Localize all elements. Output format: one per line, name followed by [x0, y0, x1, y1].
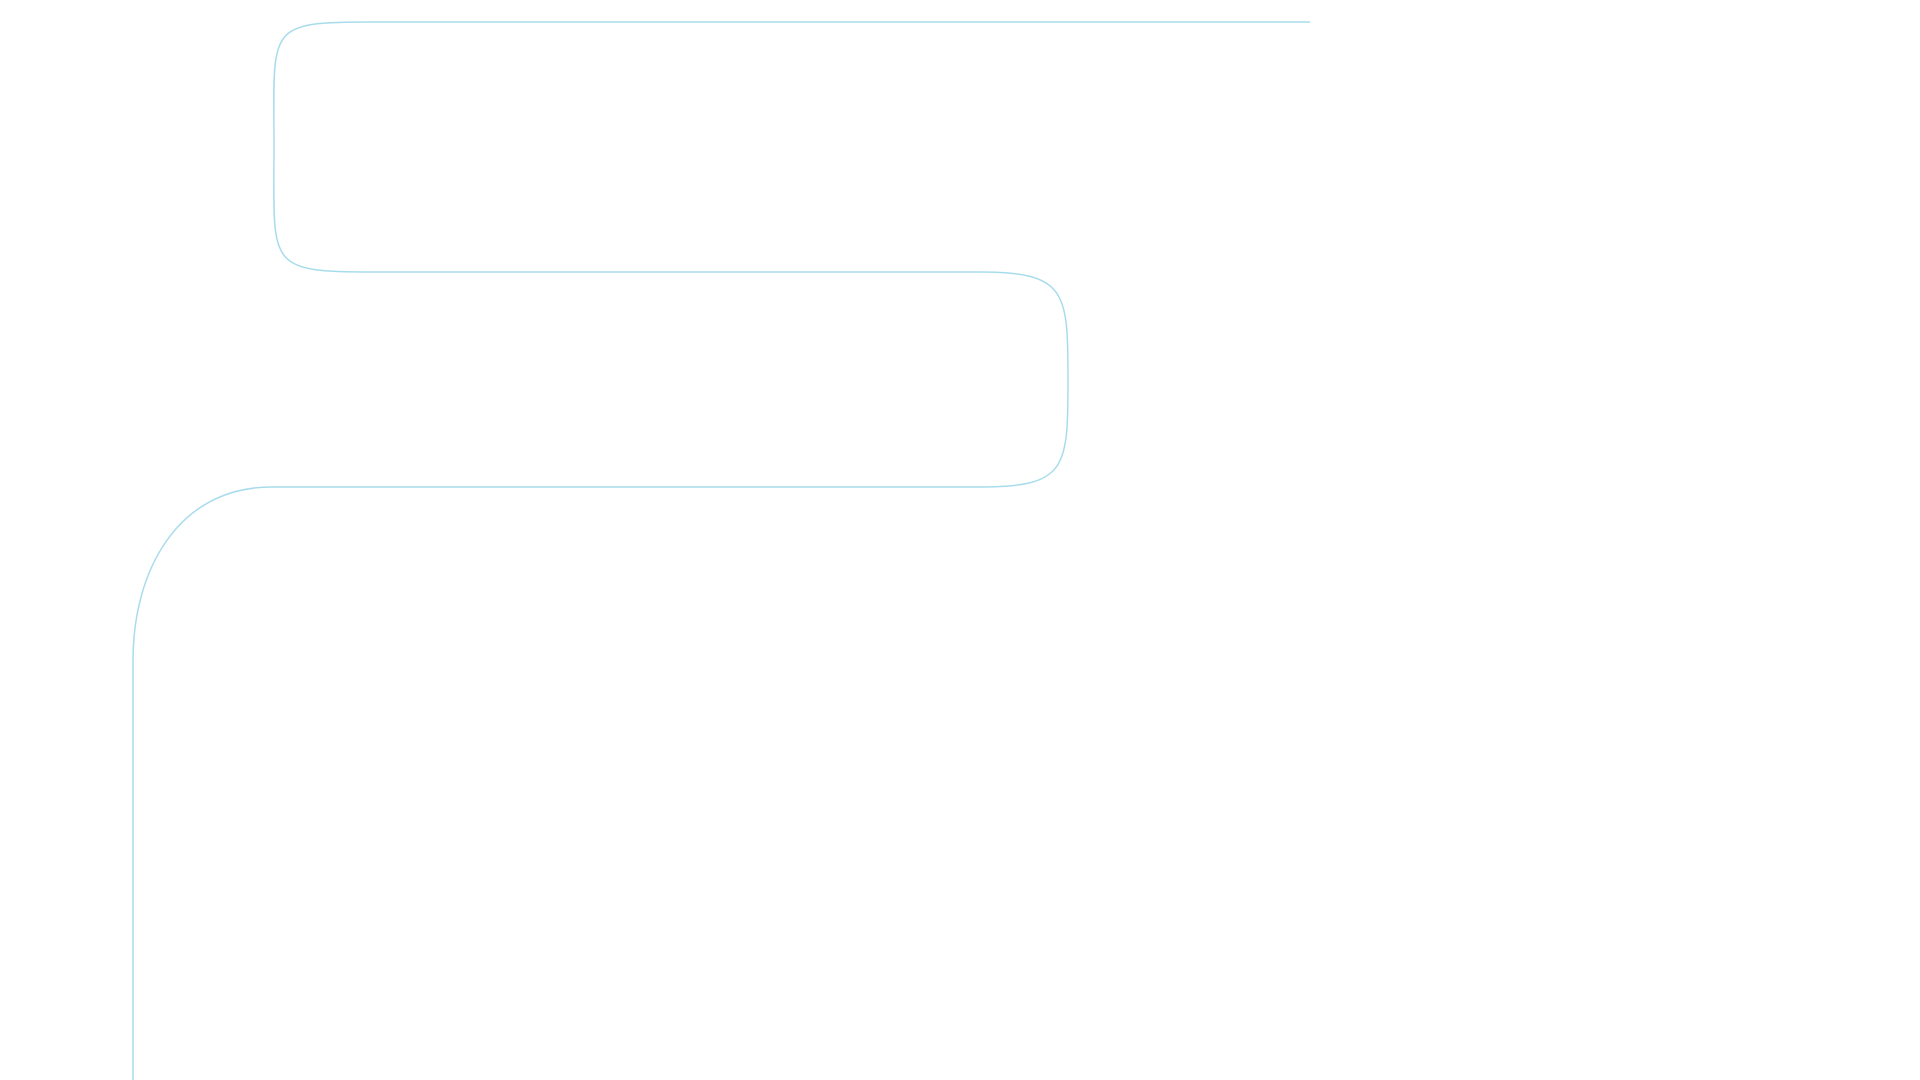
serpentine-line — [132, 21, 1310, 1080]
